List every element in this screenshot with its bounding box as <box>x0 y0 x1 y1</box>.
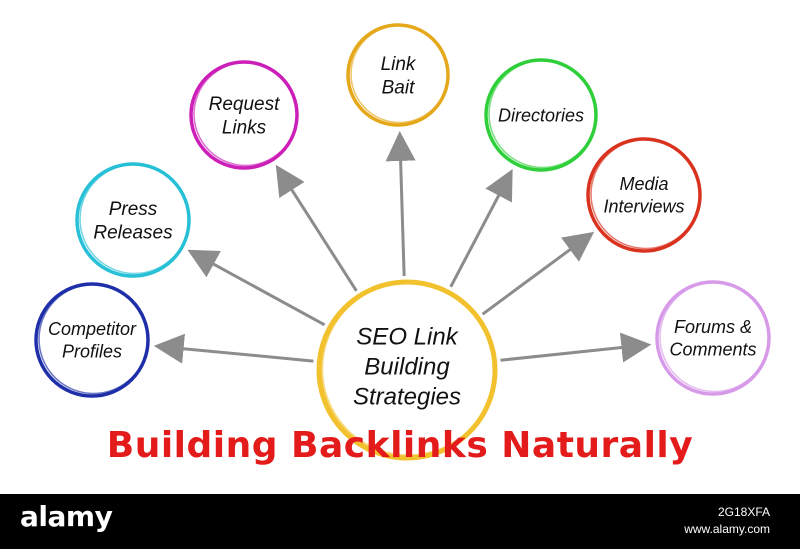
media-interviews-circle-sketch <box>590 138 701 250</box>
center-circle-sketch <box>320 281 497 457</box>
arrow-to-request-links <box>275 164 358 292</box>
directories-circle-sketch <box>488 59 597 169</box>
forums-comments-circle-sketch <box>659 281 770 393</box>
media-interviews-label-line: Media <box>619 174 668 194</box>
alamy-logo: alamy <box>20 500 113 533</box>
competitor-profiles-circle-sketch <box>38 283 149 395</box>
arrows-layer <box>153 130 652 364</box>
press-releases-label-line: Press <box>109 199 158 220</box>
image-id: 2G18XFA <box>717 505 770 519</box>
request-links-circle-sketch <box>193 61 298 167</box>
competitor-profiles-label-line: Competitor <box>48 319 137 339</box>
node-forums-comments: Forums & Comments <box>655 280 771 396</box>
arrow-to-directories <box>449 168 513 288</box>
request-links-label-line: Links <box>222 118 267 139</box>
center-label-line: SEO Link <box>356 323 459 350</box>
arrow-to-competitor-profiles <box>153 333 314 364</box>
center-label-line: Building <box>364 353 450 380</box>
nodes-layer: CompetitorProfilesPressReleasesRequestLi… <box>34 23 771 398</box>
node-directories: Directories <box>484 58 598 172</box>
arrow-to-media-interviews <box>481 231 595 316</box>
competitor-profiles-label-line: Profiles <box>62 342 122 362</box>
link-bait-label-line: Link <box>381 54 417 75</box>
arrow-to-link-bait <box>385 130 416 277</box>
center-label-line: Strategies <box>353 383 461 410</box>
arrow-to-forums-comments <box>500 332 652 363</box>
press-releases-circle-sketch <box>79 163 190 275</box>
request-links-label-line: Request <box>209 94 280 115</box>
forums-comments-label-line: Forums & <box>674 317 752 337</box>
directories-label-line: Directories <box>498 105 584 125</box>
arrow-to-press-releases <box>187 249 326 327</box>
footer-url: www.alamy.com <box>684 522 770 536</box>
page-title: Building Backlinks Naturally <box>106 425 694 466</box>
watermark-footer: alamy 2G18XFA www.alamy.com <box>0 494 800 549</box>
link-bait-label-line: Bait <box>382 78 415 99</box>
strategy-diagram: CompetitorProfilesPressReleasesRequestLi… <box>34 23 771 461</box>
media-interviews-label-line: Interviews <box>603 197 684 217</box>
link-bait-circle-sketch <box>350 24 449 124</box>
press-releases-label-line: Releases <box>93 223 173 244</box>
forums-comments-label-line: Comments <box>669 340 756 360</box>
